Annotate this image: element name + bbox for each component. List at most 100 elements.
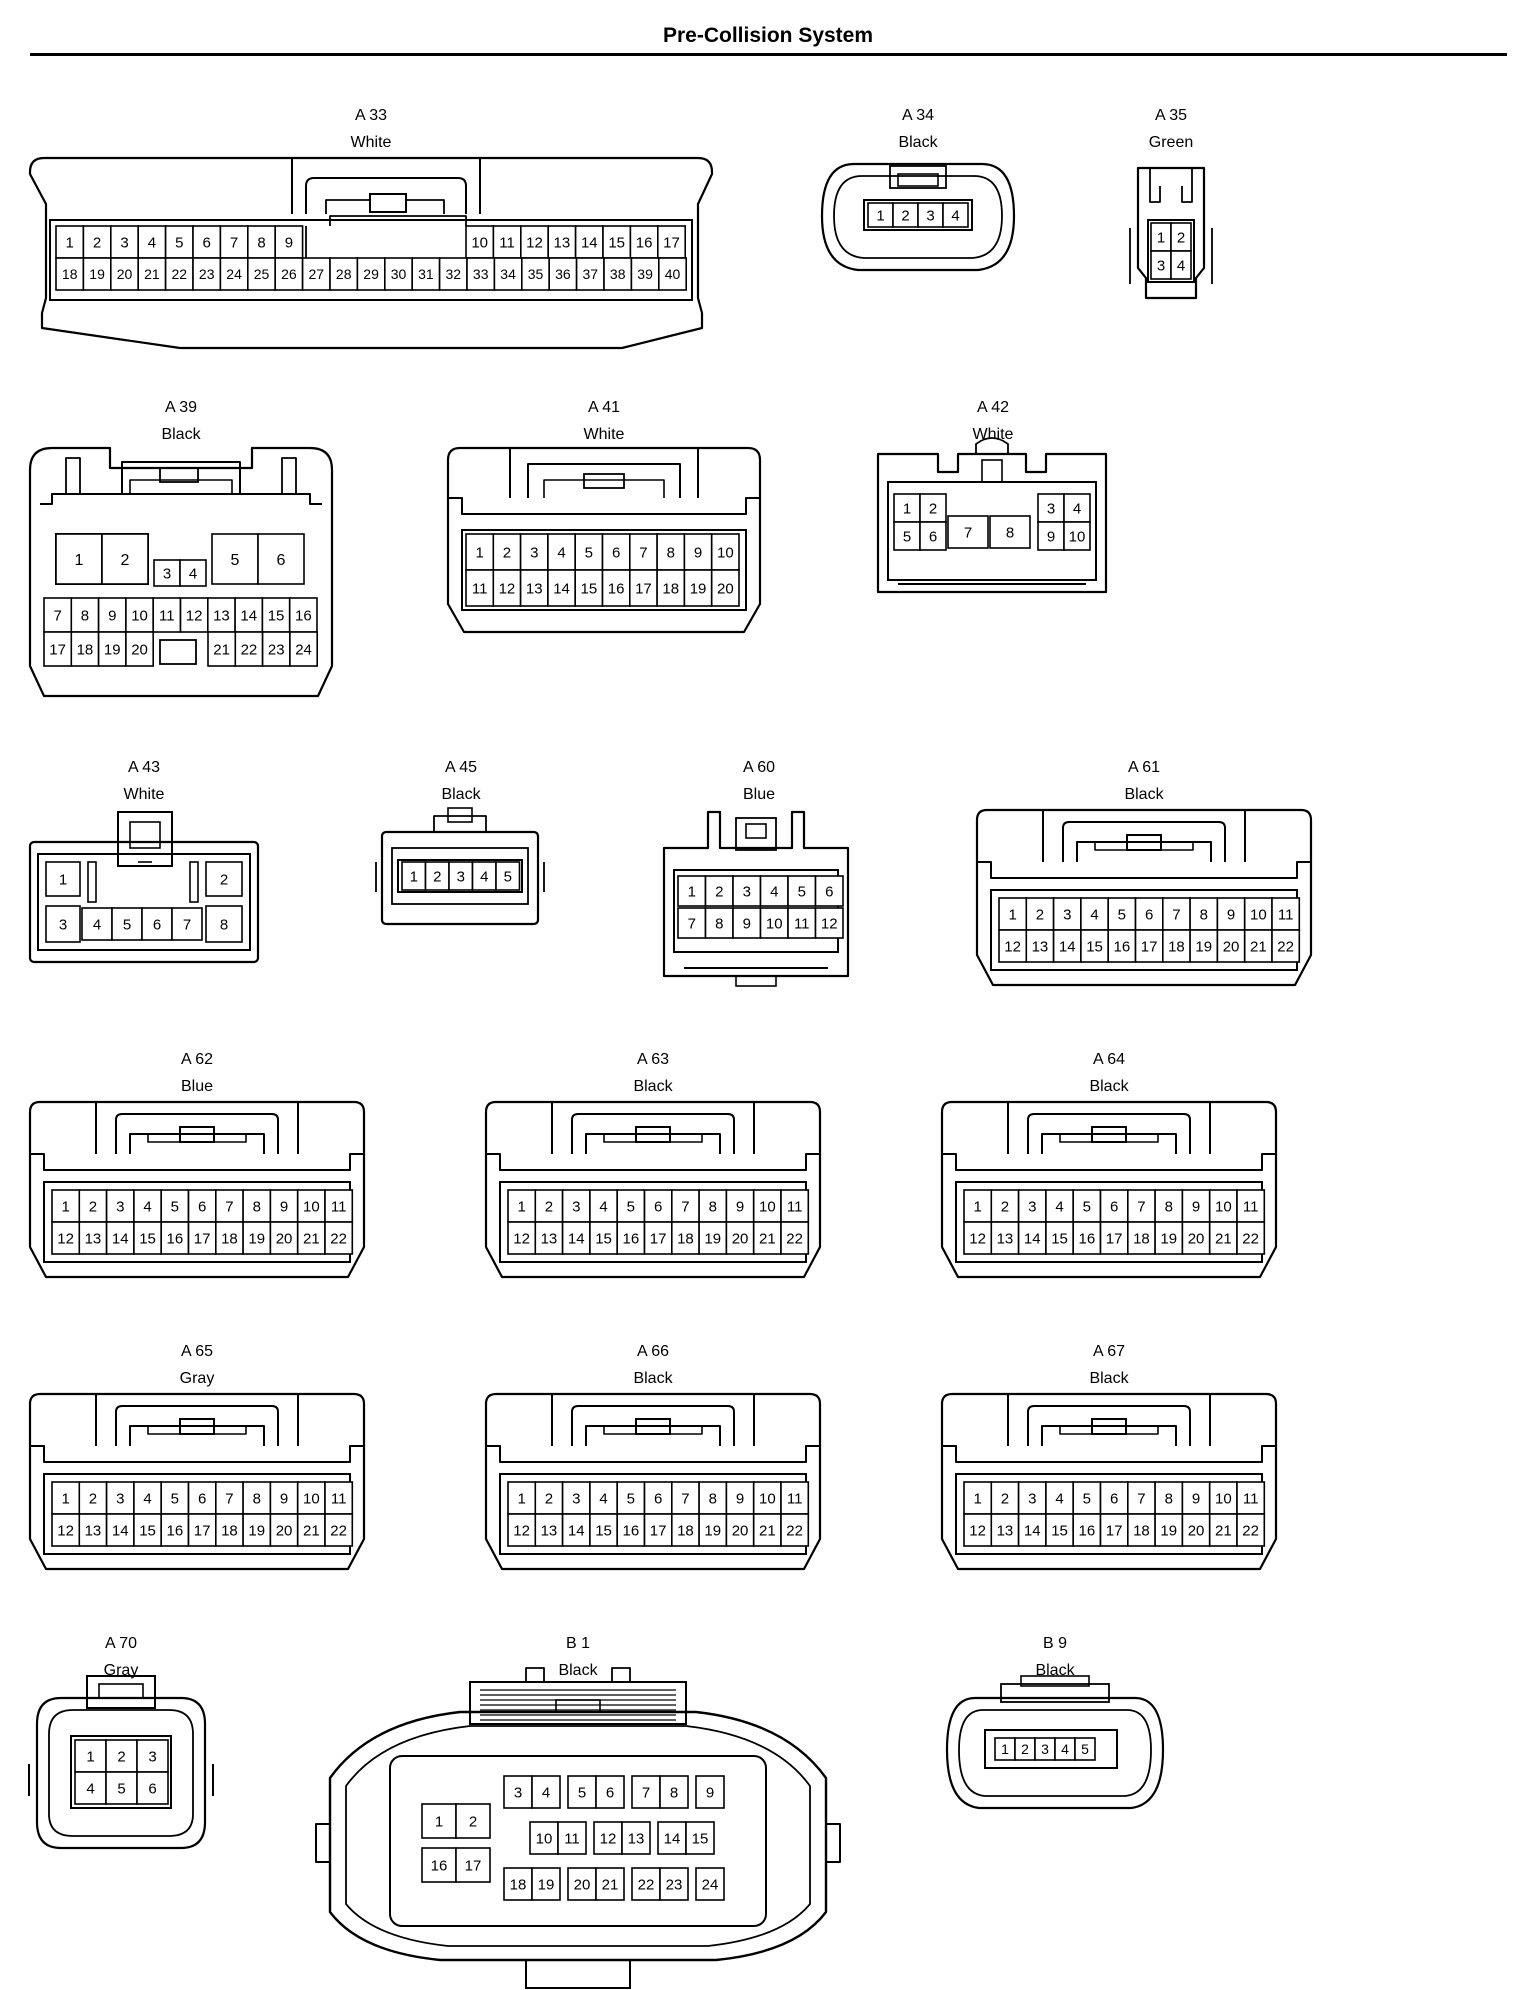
pin-cell (187, 1189, 217, 1223)
pin-number: 16 (608, 580, 625, 597)
pin-cell (670, 1189, 700, 1223)
pin-number: 19 (104, 641, 121, 658)
pin-cell (752, 1221, 782, 1255)
pin-number: 5 (585, 544, 593, 561)
pin-number: 2 (1001, 1490, 1009, 1507)
pin-number: 13 (997, 1522, 1014, 1539)
pin-cell (70, 631, 100, 667)
pin-cell (274, 257, 304, 291)
pin-cell (296, 1513, 326, 1547)
pin-number: 10 (303, 1490, 320, 1507)
pin-number: 3 (1041, 1741, 1049, 1757)
pin-number: 5 (504, 868, 512, 885)
pin-cell (695, 1867, 725, 1901)
connector-color-label: Black (558, 1662, 598, 1679)
pin-cell (1045, 1221, 1075, 1255)
pin-number: 6 (825, 883, 833, 900)
pin-number: 11 (787, 1490, 803, 1507)
pin-cell (43, 631, 73, 667)
pin-cell (1189, 929, 1219, 963)
pin-number: 7 (688, 915, 696, 932)
pin-number: 5 (1083, 1490, 1091, 1507)
connector-id-label: A 65 (181, 1343, 213, 1360)
pin-cell (575, 257, 605, 291)
pin-number: 8 (667, 544, 675, 561)
pin-cell (101, 533, 149, 585)
pin-number: 4 (1061, 1741, 1069, 1757)
pin-number: 1 (59, 871, 67, 888)
pin-number: 19 (704, 1522, 721, 1539)
pin-number: 3 (1063, 906, 1071, 923)
connector-id-label: A 34 (902, 107, 934, 124)
pin-number: 7 (230, 234, 238, 251)
pin-cell (670, 1481, 700, 1515)
pin-number: 2 (117, 1748, 125, 1765)
pin-cell (493, 257, 523, 291)
pin-cell (529, 1821, 559, 1855)
pin-cell (621, 1821, 651, 1855)
pin-cell (234, 631, 264, 667)
pin-cell (963, 1513, 993, 1547)
pin-number: 14 (1024, 1230, 1041, 1247)
pin-number: 5 (1118, 906, 1126, 923)
pin-number: 2 (121, 552, 130, 569)
connector-id-label: A 62 (181, 1051, 213, 1068)
pin-number: 21 (213, 641, 230, 658)
pin-cell (105, 1189, 135, 1223)
pin-number: 9 (1192, 1490, 1200, 1507)
pin-number: 14 (1059, 938, 1076, 955)
pin-number: 24 (295, 641, 312, 658)
pin-number: 9 (1047, 528, 1055, 545)
pin-number: 5 (798, 883, 806, 900)
pin-cell (503, 1775, 533, 1809)
pin-number: 12 (1004, 938, 1021, 955)
pin-number: 4 (148, 234, 156, 251)
pin-number: 6 (606, 1784, 614, 1801)
pin-number: 2 (220, 871, 228, 888)
pin-number: 1 (973, 1198, 981, 1215)
pin-number: 4 (1073, 500, 1081, 517)
pin-number: 5 (123, 916, 131, 933)
pin-number: 22 (1242, 1230, 1259, 1247)
pin-number: 18 (1133, 1230, 1150, 1247)
pin-cell (215, 1221, 244, 1255)
pin-number: 8 (715, 915, 723, 932)
pin-number: 17 (1141, 938, 1158, 955)
pin-cell (659, 1775, 689, 1809)
pin-number: 11 (794, 915, 810, 932)
pin-number: 14 (1024, 1522, 1041, 1539)
pin-number: 32 (446, 266, 462, 282)
pin-cell (659, 1867, 689, 1901)
pin-number: 6 (654, 1198, 662, 1215)
pin-cell (324, 1513, 354, 1547)
pin-number: 7 (225, 1198, 233, 1215)
pin-number: 12 (526, 234, 543, 251)
pin-number: 15 (608, 234, 625, 251)
page-title: Pre-Collision System (662, 24, 874, 47)
pin-cell (324, 1221, 354, 1255)
pin-number: 8 (1165, 1490, 1173, 1507)
pin-cell (1080, 929, 1110, 963)
pin-number: 27 (309, 266, 325, 282)
pin-number: 5 (171, 1490, 179, 1507)
pin-cell (78, 1513, 108, 1547)
pin-cell (1134, 897, 1164, 931)
pin-number: 16 (167, 1522, 184, 1539)
pin-number: 2 (433, 868, 441, 885)
pin-cell (43, 597, 73, 633)
pin-cell (288, 597, 318, 633)
pin-number: 9 (1227, 906, 1235, 923)
pin-cell (919, 493, 947, 523)
pin-number: 15 (139, 1522, 156, 1539)
pin-number: 6 (1110, 1198, 1118, 1215)
pin-cell (574, 569, 604, 607)
pin-number: 40 (665, 266, 681, 282)
pin-number: 11 (159, 607, 175, 624)
pin-number: 6 (277, 552, 286, 569)
pin-number: 1 (1157, 229, 1165, 246)
pin-number: 1 (61, 1198, 69, 1215)
